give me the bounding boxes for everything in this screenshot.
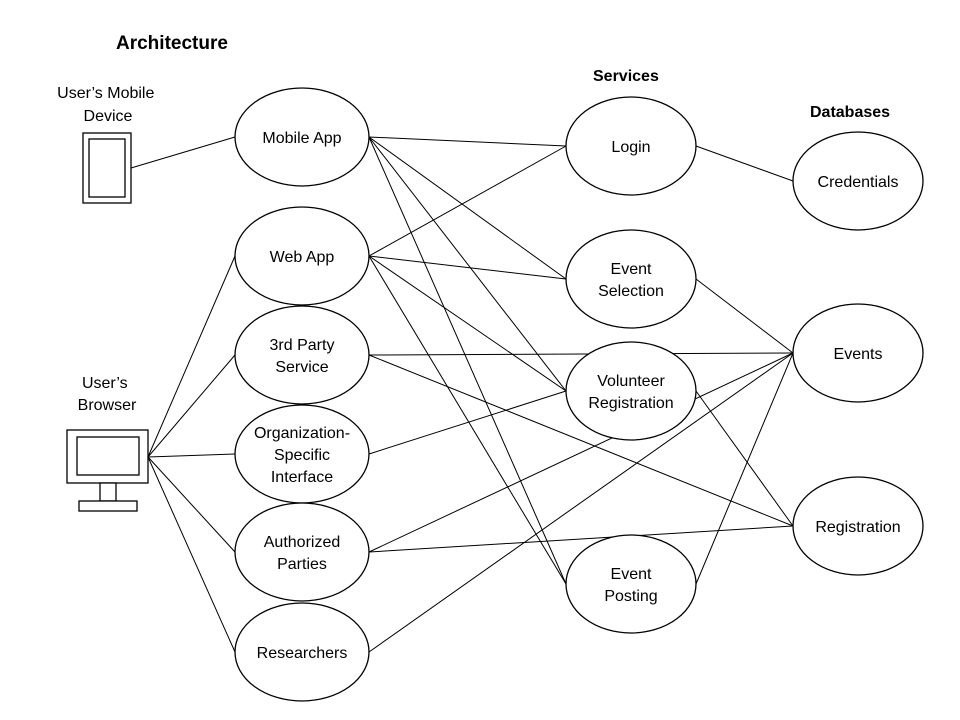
connector-mobile-app-to-volunteer-registration — [368, 136, 567, 392]
client-node-researchers: Researchers — [234, 602, 370, 702]
event-posting-label-line-2: Posting — [604, 588, 657, 605]
connector-third-party-service-to-events — [368, 352, 794, 356]
mobile-app-label: Mobile App — [262, 130, 341, 147]
connector-third-party-service-to-registration — [368, 354, 794, 527]
connection-lines — [130, 136, 794, 653]
event-posting-label-line-1: Event — [611, 566, 652, 583]
mobile-device-label-line-2: Device — [84, 108, 133, 125]
connector-volunteer-registration-to-registration — [695, 390, 794, 527]
organization-specific-interface-label-line-2: Specific — [274, 447, 330, 464]
login-ellipse — [565, 96, 697, 196]
connector-browser-to-third-party-service — [147, 354, 236, 458]
event-selection-label-line-2: Selection — [598, 283, 664, 300]
connector-browser-to-authorized-parties — [147, 456, 236, 553]
credentials-label: Credentials — [818, 174, 899, 191]
client-node-mobile-app: Mobile App — [234, 87, 370, 187]
credentials-label-line-1: Credentials — [818, 174, 899, 191]
mobile-device-label: User’s Mobile Device — [57, 85, 159, 125]
credentials-ellipse — [792, 131, 924, 231]
connector-organization-specific-interface-to-volunteer-registration — [368, 390, 567, 455]
authorized-parties-label-line-2: Parties — [277, 556, 327, 573]
events-label: Events — [834, 346, 883, 363]
event-selection-ellipse — [565, 229, 697, 329]
database-node-credentials: Credentials — [792, 131, 924, 231]
service-node-login: Login — [565, 96, 697, 196]
connector-web-app-to-volunteer-registration — [368, 255, 567, 392]
browser-label-line-2: Browser — [78, 397, 137, 414]
connector-mobile-app-to-event-posting — [368, 136, 567, 585]
connector-researchers-to-events — [368, 352, 794, 653]
connector-mobile-device-to-mobile-app — [130, 136, 236, 169]
login-label-line-1: Login — [611, 139, 650, 156]
connector-browser-to-researchers — [147, 456, 236, 653]
mobile-app-label-line-1: Mobile App — [262, 130, 341, 147]
registration-label: Registration — [815, 519, 900, 536]
web-app-label-line-1: Web App — [270, 249, 335, 266]
mobile-device-label-line-1: User’s Mobile — [57, 85, 154, 102]
registration-label-line-1: Registration — [815, 519, 900, 536]
organization-specific-interface-label-line-1: Organization- — [254, 425, 350, 442]
event-selection-label-line-1: Event — [611, 261, 652, 278]
connector-authorized-parties-to-registration — [368, 525, 794, 553]
authorized-parties-label-line-1: Authorized — [264, 534, 341, 551]
volunteer-registration-ellipse — [565, 341, 697, 441]
databases-heading: Databases — [810, 104, 890, 121]
connector-web-app-to-event-selection — [368, 255, 567, 280]
connector-mobile-app-to-event-selection — [368, 136, 567, 280]
connector-event-posting-to-events — [695, 352, 794, 585]
third-party-service-label-line-1: 3rd Party — [270, 337, 335, 354]
desktop-monitor-icon — [66, 429, 149, 512]
events-label-line-1: Events — [834, 346, 883, 363]
services-heading: Services — [593, 68, 659, 85]
connector-web-app-to-login — [368, 145, 567, 257]
registration-ellipse — [792, 476, 924, 576]
events-ellipse — [792, 303, 924, 403]
web-app-ellipse — [234, 206, 370, 306]
event-posting-ellipse — [565, 534, 697, 634]
researchers-ellipse — [234, 602, 370, 702]
third-party-service-ellipse — [234, 305, 370, 405]
connector-login-to-credentials — [695, 145, 794, 182]
connector-browser-to-organization-specific-interface — [147, 453, 236, 458]
web-app-label: Web App — [270, 249, 335, 266]
connector-browser-to-web-app — [147, 255, 236, 458]
connector-authorized-parties-to-events — [368, 352, 794, 553]
connector-event-selection-to-events — [695, 278, 794, 354]
client-node-web-app: Web App — [234, 206, 370, 306]
third-party-service-label-line-2: Service — [275, 359, 328, 376]
volunteer-registration-label-line-1: Volunteer — [597, 373, 665, 390]
researchers-label: Researchers — [257, 645, 348, 662]
diagram-title: Architecture — [116, 33, 228, 54]
mobile-app-ellipse — [234, 87, 370, 187]
database-node-events: Events — [792, 303, 924, 403]
organization-specific-interface-label-line-3: Interface — [271, 469, 333, 486]
mobile-phone-icon — [82, 132, 132, 204]
authorized-parties-ellipse — [234, 502, 370, 602]
connector-web-app-to-event-posting — [368, 255, 567, 585]
researchers-label-line-1: Researchers — [257, 645, 348, 662]
browser-label-line-1: User’s — [82, 375, 128, 392]
connector-mobile-app-to-login — [368, 136, 567, 147]
database-node-registration: Registration — [792, 476, 924, 576]
volunteer-registration-label-line-2: Registration — [588, 395, 673, 412]
browser-label: User’s Browser — [78, 375, 137, 414]
login-label: Login — [611, 139, 650, 156]
